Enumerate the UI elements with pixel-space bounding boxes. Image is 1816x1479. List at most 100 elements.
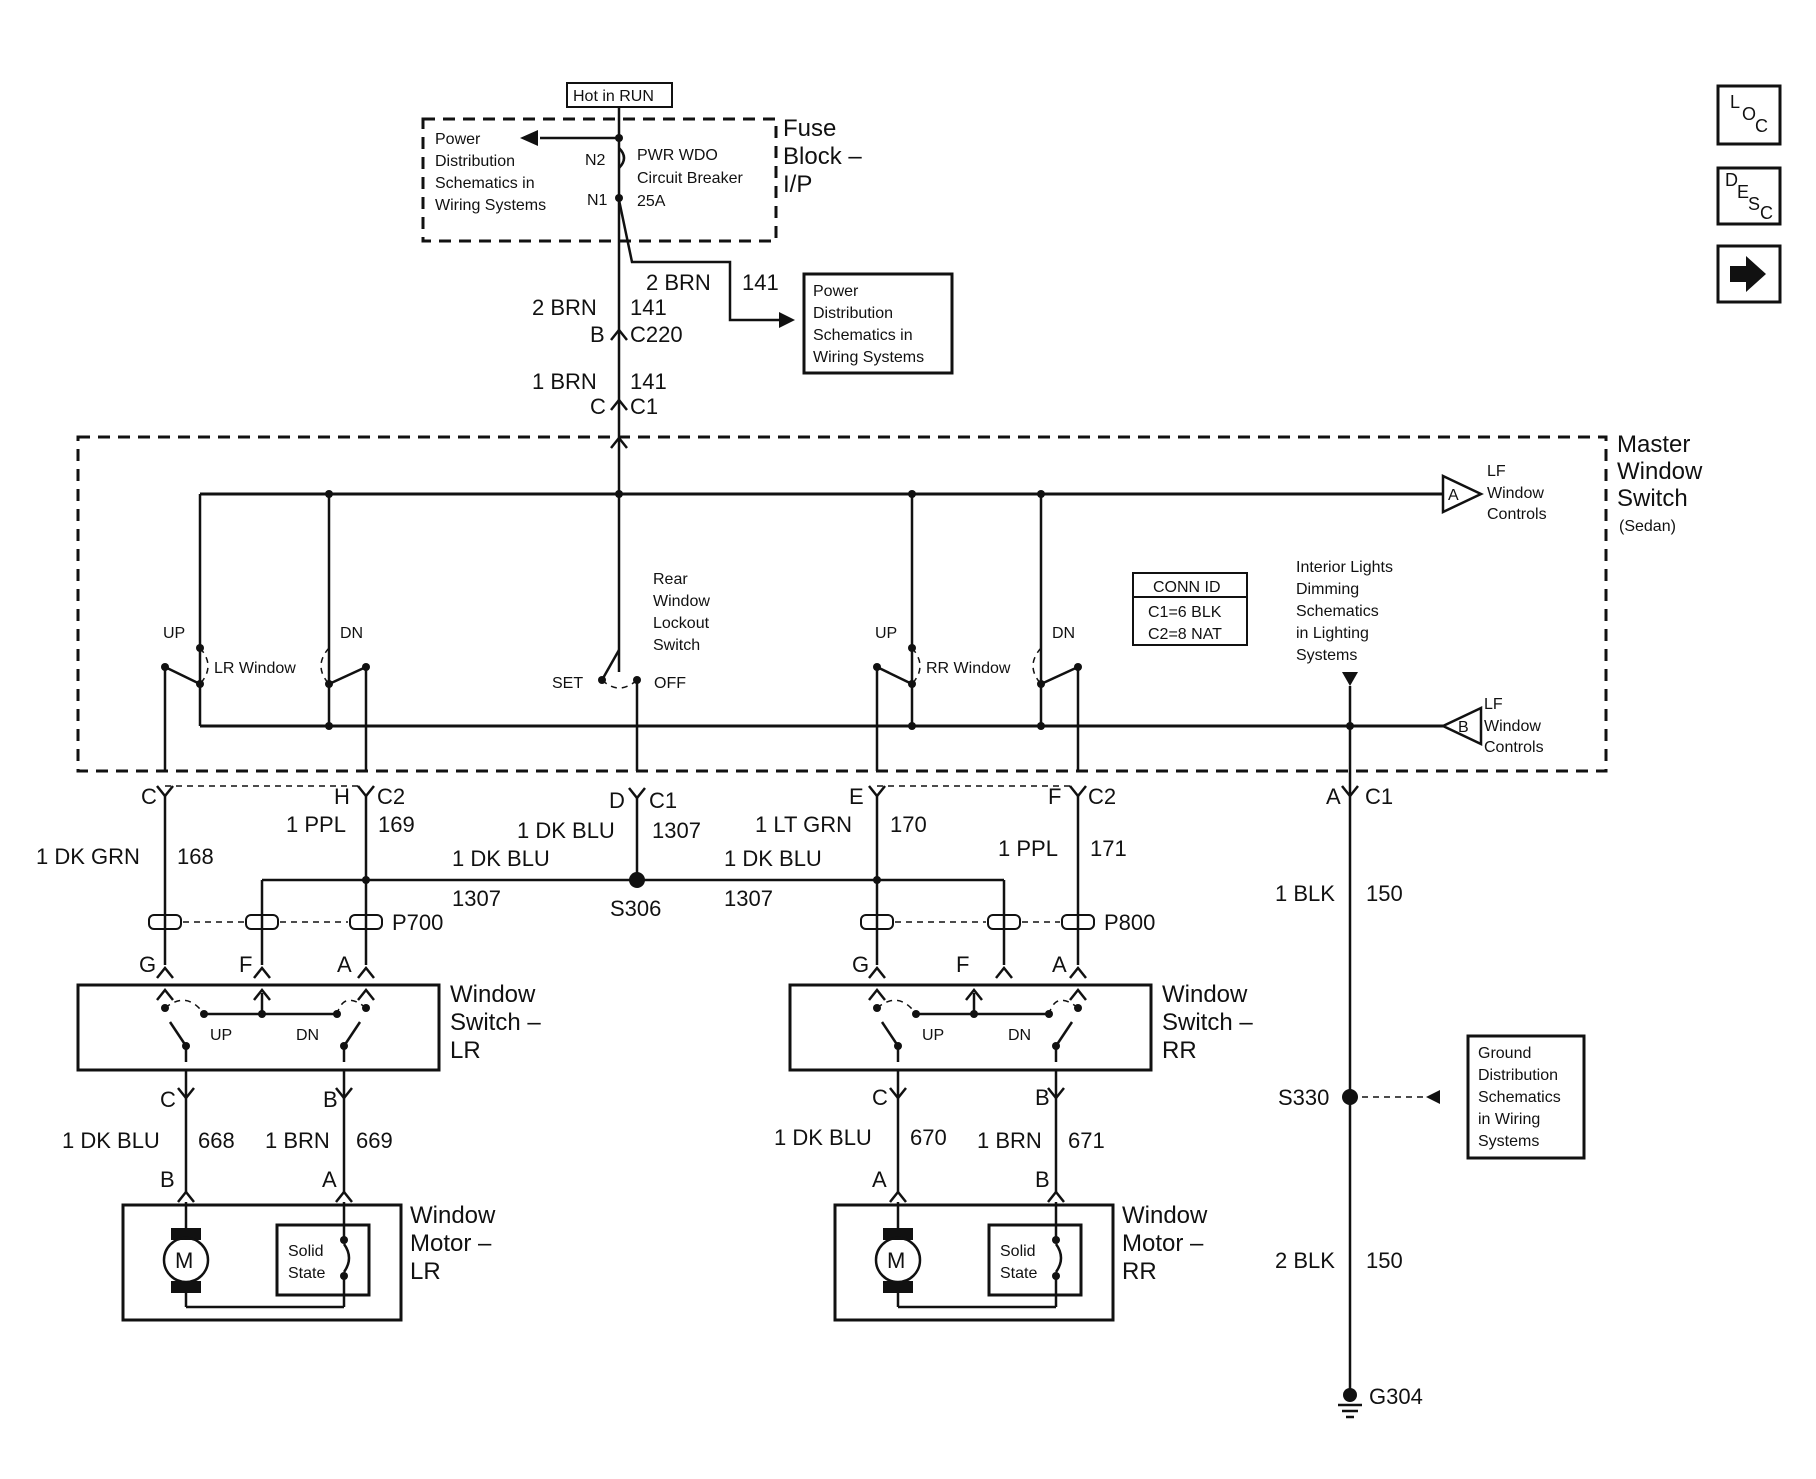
lf-a-label-1: LF [1487,463,1506,480]
lockout-set: SET [552,675,583,692]
gnd-c1-label: C1 [1365,784,1393,809]
rr-switch-title-1: Window [1162,981,1248,1008]
lr-switch-title-3: LR [450,1037,481,1064]
p700-label: P700 [392,910,443,935]
wire-1307-top: 1 DK BLU [517,818,615,843]
c1-circuit: 141 [630,369,667,394]
ground-ref-4: in Wiring [1478,1111,1540,1128]
breaker-label-3: 25A [637,193,666,210]
desc-d: D [1725,170,1738,190]
p800-pin-f: F [956,952,969,977]
circuit-170: 170 [890,812,927,837]
c1-connector: C1 [630,394,658,419]
rr-dn-label: DN [1052,625,1075,642]
rr-up-pin: E [849,784,864,809]
lr-out-pin-c: C [160,1087,176,1112]
p700-pin-a: A [337,952,352,977]
c220-pin: B [590,322,605,347]
loc-c: C [1755,116,1768,136]
wire-668: 1 DK BLU [62,1128,160,1153]
fuse-power-ref-3: Schematics in [435,175,535,192]
lr-solid-state-2: State [288,1265,325,1282]
lr-motor-title-1: Window [410,1202,496,1229]
arrow-down-icon [1342,672,1358,686]
lockout-label-1: Rear [653,571,688,588]
wire-170: 1 LT GRN [755,812,852,837]
lr-switch-dn: DN [296,1027,319,1044]
rear-wiring: 1 DK GRN 168 1 PPL 169 1 DK BLU 1307 1 D… [36,796,1155,979]
wire-1307-left: 1 DK BLU [452,846,550,871]
p800-pin-g: G [852,952,869,977]
interior-lights-2: Dimming [1296,581,1359,598]
rr-switch-dn: DN [1008,1027,1031,1044]
lf-a-label-2: Window [1487,485,1544,502]
circuit-668: 668 [198,1128,235,1153]
conn-id-title: CONN ID [1153,579,1221,596]
lock-c1-label: C1 [649,788,677,813]
splice-s306: S306 [610,896,661,921]
rr-out-pin-c: C [872,1085,888,1110]
interior-lights-1: Interior Lights [1296,559,1393,576]
branch-wire: 2 BRN [646,270,711,295]
lf-b-letter: B [1458,719,1469,736]
window-motor-lr: Window Motor – LR M Solid State [121,1202,496,1322]
lr-switch-title-2: Switch – [450,1009,541,1036]
ground-ref-2: Distribution [1478,1067,1558,1084]
desc-c: C [1760,203,1773,223]
rr-switch-up: UP [922,1027,944,1044]
rr-dn-pin: F [1048,784,1061,809]
ground-icon [1338,1388,1362,1419]
circuit-669: 669 [356,1128,393,1153]
loc-l: L [1730,92,1740,112]
ground-ref-1: Ground [1478,1045,1531,1062]
fuse-block-title-2: Block – [783,143,862,170]
wire-670: 1 DK BLU [774,1125,872,1150]
lr-c2-label: C2 [377,784,405,809]
rr-motor-pin-a: A [872,1167,887,1192]
gnd-pin: A [1326,784,1341,809]
c1-wire: 1 BRN [532,369,597,394]
rr-motor-title-2: Motor – [1122,1230,1204,1257]
wire-171: 1 PPL [998,836,1058,861]
circuit-1307-left: 1307 [452,886,501,911]
lock-pin: D [609,788,625,813]
power-ref-2: Distribution [813,305,893,322]
loc-button[interactable]: L O C [1716,84,1782,146]
desc-button[interactable]: D E S C [1716,166,1782,226]
rr-motor-pin-b: B [1035,1167,1050,1192]
branch-circuit: 141 [742,270,779,295]
rr-switch-title-2: Switch – [1162,1009,1253,1036]
interior-lights-3: Schematics [1296,603,1379,620]
rr-c2-label: C2 [1088,784,1116,809]
connector-p700: P700 G F A [139,910,443,979]
fuse-power-ref-2: Distribution [435,153,515,170]
master-window-switch: Master Window Switch (Sedan) A LF Window… [76,430,1703,1395]
lr-motor-title-3: LR [410,1258,441,1285]
rr-switch-title-3: RR [1162,1037,1197,1064]
p800-label: P800 [1104,910,1155,935]
master-connectors: C H C2 D C1 E F C2 A C1 [141,784,1393,813]
circuit-171: 171 [1090,836,1127,861]
window-switch-lr: Window Switch – LR UP DN [76,981,541,1072]
ground-circuit: 1 BLK 150 S330 Ground Distribution Schem… [1275,881,1586,1419]
fuse-block-title-1: Fuse [783,115,836,142]
rr-motor-title-3: RR [1122,1258,1157,1285]
circuit-150-bottom: 150 [1366,1248,1403,1273]
arrow-left-icon [1426,1090,1440,1104]
circuit-150-top: 150 [1366,881,1403,906]
circuit-671: 671 [1068,1128,1105,1153]
rr-up-label: UP [875,625,897,642]
rr-motor-m: M [887,1248,905,1273]
fuse-block-title-3: I/P [783,171,812,198]
c1-pin: C [590,394,606,419]
lf-b-label-3: Controls [1484,739,1544,756]
lockout-off: OFF [654,675,686,692]
arrow-right-small-icon [779,312,795,328]
power-ref-4: Wiring Systems [813,349,924,366]
hot-in-run-label: Hot in RUN [573,88,654,105]
lr-solid-state-1: Solid [288,1243,324,1260]
next-page-button[interactable] [1716,244,1782,304]
circuit-670: 670 [910,1125,947,1150]
lr-motor-pin-a: A [322,1167,337,1192]
